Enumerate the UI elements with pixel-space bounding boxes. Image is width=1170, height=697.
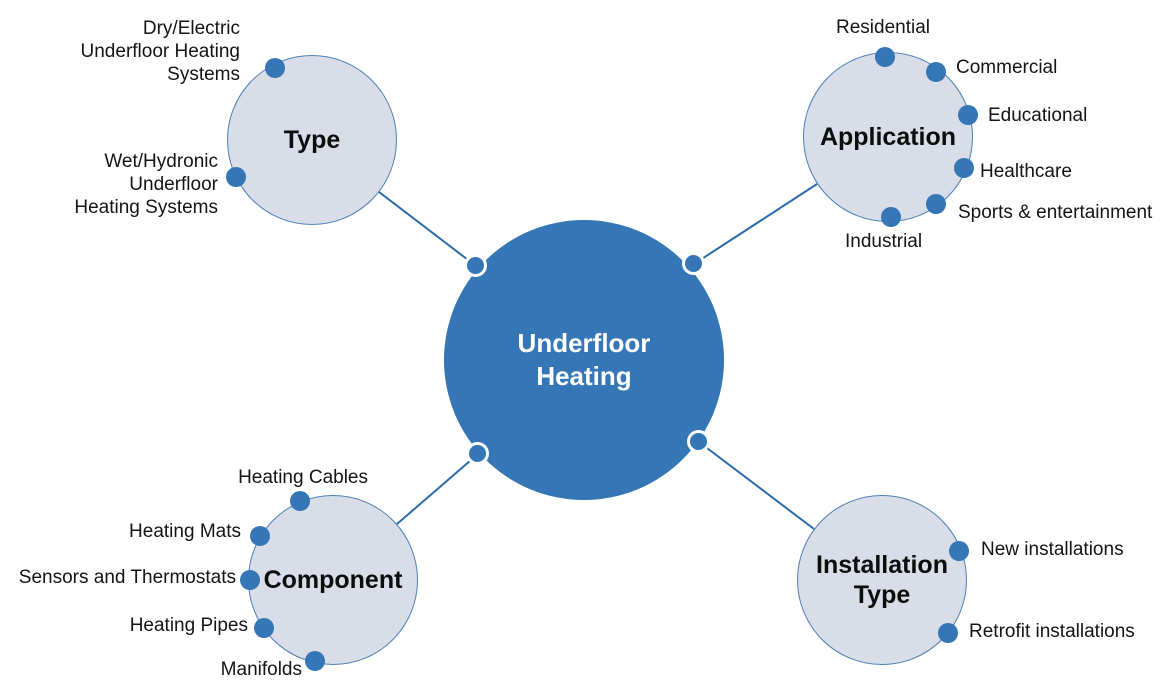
item-label-heating-cables: Heating Cables xyxy=(238,467,368,488)
central-connection-point-bottom-right xyxy=(687,430,710,453)
item-dot-dry-electric xyxy=(265,58,285,78)
item-label-commercial: Commercial xyxy=(956,57,1058,78)
connector-line-type xyxy=(378,191,477,267)
item-dot-wet-hydronic xyxy=(226,167,246,187)
item-label-sensors-thermostats: Sensors and Thermostats xyxy=(18,567,236,588)
item-dot-sports-entertainment xyxy=(926,194,946,214)
item-label-wet-hydronic: Wet/Hydronic Underfloor Heating Systems xyxy=(74,151,218,218)
item-dot-residential xyxy=(875,47,895,67)
item-label-healthcare: Healthcare xyxy=(980,161,1072,182)
item-label-manifolds: Manifolds xyxy=(220,659,302,680)
central-connection-point-bottom-left xyxy=(466,442,489,465)
branch-title-component: Component xyxy=(263,566,403,594)
item-dot-commercial xyxy=(926,62,946,82)
item-dot-new-installations xyxy=(949,541,969,561)
item-dot-retrofit-installations xyxy=(938,623,958,643)
item-label-new-installations: New installations xyxy=(981,539,1124,560)
item-label-dry-electric: Dry/Electric Underfloor Heating Systems xyxy=(80,18,240,85)
branch-node-application: Application xyxy=(803,52,973,222)
item-label-residential: Residential xyxy=(836,17,930,38)
connector-line-application xyxy=(693,183,818,265)
branch-node-component: Component xyxy=(248,495,418,665)
item-dot-heating-pipes xyxy=(254,618,274,638)
branch-title-application: Application xyxy=(819,123,957,151)
item-dot-heating-cables xyxy=(290,491,310,511)
item-label-heating-mats: Heating Mats xyxy=(129,521,241,542)
branch-title-type: Type xyxy=(283,126,341,154)
item-dot-sensors-thermostats xyxy=(240,570,260,590)
connector-line-installation-type xyxy=(698,441,815,530)
item-label-industrial: Industrial xyxy=(845,231,923,252)
central-connection-point-top-right xyxy=(682,252,705,275)
item-dot-manifolds xyxy=(305,651,325,671)
central-connection-point-top-left xyxy=(464,254,487,277)
branch-node-type: Type xyxy=(227,55,397,225)
item-label-heating-pipes: Heating Pipes xyxy=(129,615,248,636)
item-dot-healthcare xyxy=(954,158,974,178)
item-label-retrofit-installations: Retrofit installations xyxy=(969,621,1135,642)
item-label-sports-entertainment: Sports & entertainment xyxy=(958,202,1153,223)
item-dot-heating-mats xyxy=(250,526,270,546)
item-dot-industrial xyxy=(881,207,901,227)
branch-title-installation-type: Installation Type xyxy=(816,551,948,609)
branch-node-installation-type: Installation Type xyxy=(797,495,967,665)
central-node-label: Underfloor Heating xyxy=(517,328,651,391)
central-node: Underfloor Heating xyxy=(444,220,724,500)
item-label-educational: Educational xyxy=(988,105,1088,126)
connector-line-component xyxy=(396,453,479,525)
item-dot-educational xyxy=(958,105,978,125)
